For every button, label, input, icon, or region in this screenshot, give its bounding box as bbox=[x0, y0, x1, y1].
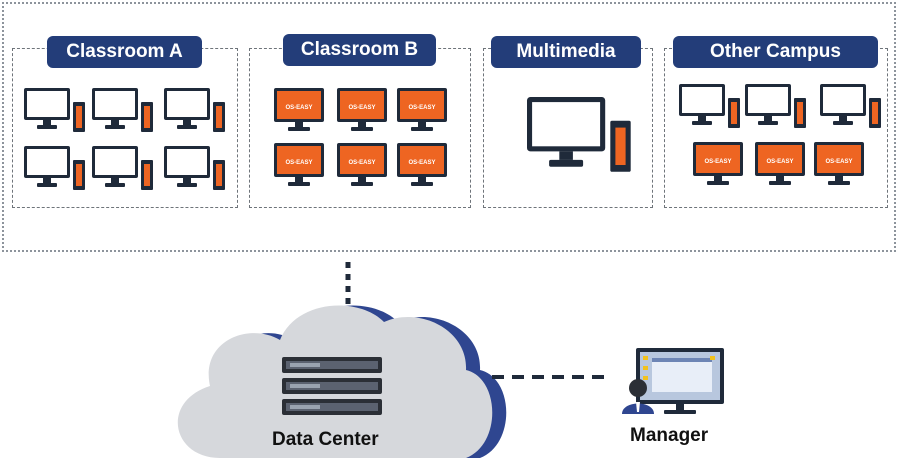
monitor-icon bbox=[636, 348, 724, 414]
terminal-icon: OS-EASY bbox=[337, 143, 387, 186]
pc-icon bbox=[164, 88, 225, 132]
pc-icon bbox=[164, 146, 225, 190]
pc-icon bbox=[24, 88, 85, 132]
terminal-screen-text: OS-EASY bbox=[348, 105, 375, 111]
terminal-icon: OS-EASY bbox=[274, 88, 324, 131]
group-label-classroom-a: Classroom A bbox=[47, 36, 202, 68]
user-icon bbox=[622, 379, 654, 414]
terminal-screen-text: OS-EASY bbox=[408, 160, 435, 166]
server-rack-icon bbox=[282, 357, 382, 415]
pc-icon bbox=[679, 84, 740, 128]
terminal-screen-text: OS-EASY bbox=[766, 159, 793, 165]
pc-icon bbox=[24, 146, 85, 190]
pc-icon bbox=[92, 146, 153, 190]
terminal-screen-text: OS-EASY bbox=[285, 105, 312, 111]
terminal-screen-text: OS-EASY bbox=[408, 105, 435, 111]
pc-icon bbox=[820, 84, 881, 128]
terminal-icon: OS-EASY bbox=[693, 142, 743, 185]
terminal-screen-text: OS-EASY bbox=[825, 159, 852, 165]
group-label-multimedia: Multimedia bbox=[491, 36, 641, 68]
terminal-icon: OS-EASY bbox=[755, 142, 805, 185]
terminal-icon: OS-EASY bbox=[274, 143, 324, 186]
terminal-icon: OS-EASY bbox=[397, 88, 447, 131]
terminal-screen-text: OS-EASY bbox=[348, 160, 375, 166]
terminal-icon: OS-EASY bbox=[397, 143, 447, 186]
terminal-icon: OS-EASY bbox=[337, 88, 387, 131]
multimedia-pc-icon bbox=[527, 97, 631, 172]
group-label-other-campus: Other Campus bbox=[673, 36, 878, 68]
terminal-screen-text: OS-EASY bbox=[285, 160, 312, 166]
manager-label: Manager bbox=[630, 425, 709, 446]
pc-icon bbox=[92, 88, 153, 132]
data-center-label: Data Center bbox=[272, 429, 379, 450]
campus-zone bbox=[2, 2, 896, 252]
pc-icon bbox=[745, 84, 806, 128]
group-label-classroom-b: Classroom B bbox=[283, 34, 436, 66]
terminal-icon: OS-EASY bbox=[814, 142, 864, 185]
terminal-screen-text: OS-EASY bbox=[704, 159, 731, 165]
